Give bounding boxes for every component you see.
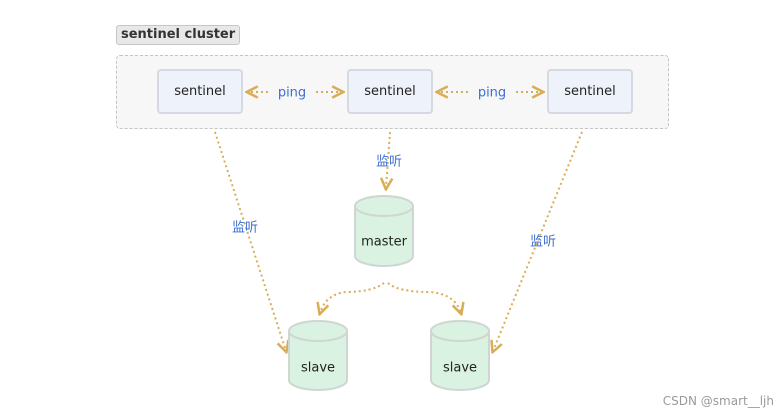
replication-connector-left (320, 282, 385, 313)
monitor-connector-right (493, 131, 583, 351)
monitor-connector-center (386, 131, 390, 188)
master-label: master (361, 234, 407, 250)
watermark: CSDN @smart__ljh (662, 394, 774, 408)
monitor-label-right: 监听 (529, 234, 557, 250)
slave-label-right: slave (442, 360, 478, 376)
sentinel-node-1: sentinel (157, 69, 243, 114)
sentinel-node-3: sentinel (547, 69, 633, 114)
slave-label-left: slave (300, 360, 336, 376)
cluster-title: sentinel cluster (116, 25, 241, 45)
monitor-label-left: 监听 (231, 220, 259, 236)
replication-connector-right (387, 282, 461, 313)
monitor-label-center: 监听 (375, 154, 403, 170)
sentinel-node-2: sentinel (347, 69, 433, 114)
master-database-icon (354, 195, 414, 267)
monitor-connector-left (214, 131, 286, 351)
slave-database-icon-right (430, 320, 490, 391)
ping-label-left: ping (277, 85, 307, 101)
ping-label-right: ping (477, 85, 507, 101)
slave-database-icon-left (288, 320, 348, 391)
